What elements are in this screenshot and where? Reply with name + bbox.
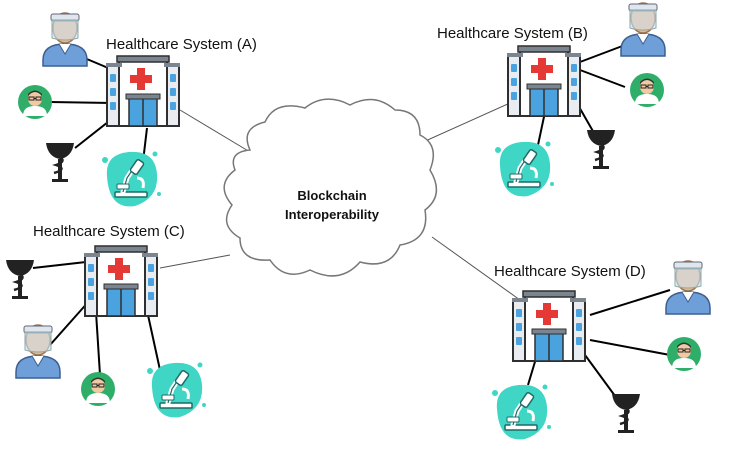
doctor-icon-b	[629, 72, 665, 108]
pharmacy-icon-a	[44, 141, 76, 184]
cloud-title-line2: Interoperability	[285, 207, 379, 222]
lab-microscope-icon-c	[147, 363, 206, 418]
patient-icon-a	[42, 12, 88, 67]
lab-microscope-icon-b	[495, 142, 554, 197]
pharmacy-icon-d	[610, 392, 642, 435]
hospital-icon-a	[105, 55, 181, 127]
lab-microscope-icon-a	[102, 152, 161, 207]
doctor-icon-d	[666, 336, 702, 372]
system-label-d: Healthcare System (D)	[494, 263, 646, 280]
link-c-cloud	[159, 254, 231, 269]
patient-icon-d	[665, 260, 711, 315]
hospital-icon-b	[506, 45, 582, 117]
link-b-cloud	[411, 102, 511, 148]
patient-icon-c	[15, 324, 61, 379]
link-d-cloud	[431, 236, 521, 301]
pharmacy-icon-b	[585, 128, 617, 171]
lab-microscope-icon-d	[492, 385, 551, 440]
link-a-cloud	[179, 109, 251, 153]
cloud-links	[159, 102, 521, 301]
system-label-c: Healthcare System (C)	[33, 223, 185, 240]
doctor-icon-a	[17, 84, 53, 120]
doctor-icon-c	[80, 371, 116, 407]
system-label-a: Healthcare System (A)	[106, 36, 257, 53]
system-label-b: Healthcare System (B)	[437, 25, 588, 42]
hospital-icon-c	[83, 245, 159, 317]
patient-icon-b	[620, 2, 666, 57]
cloud-title-line1: Blockchain	[297, 188, 367, 203]
hospital-icon-d	[511, 290, 587, 362]
pharmacy-icon-c	[4, 258, 36, 301]
